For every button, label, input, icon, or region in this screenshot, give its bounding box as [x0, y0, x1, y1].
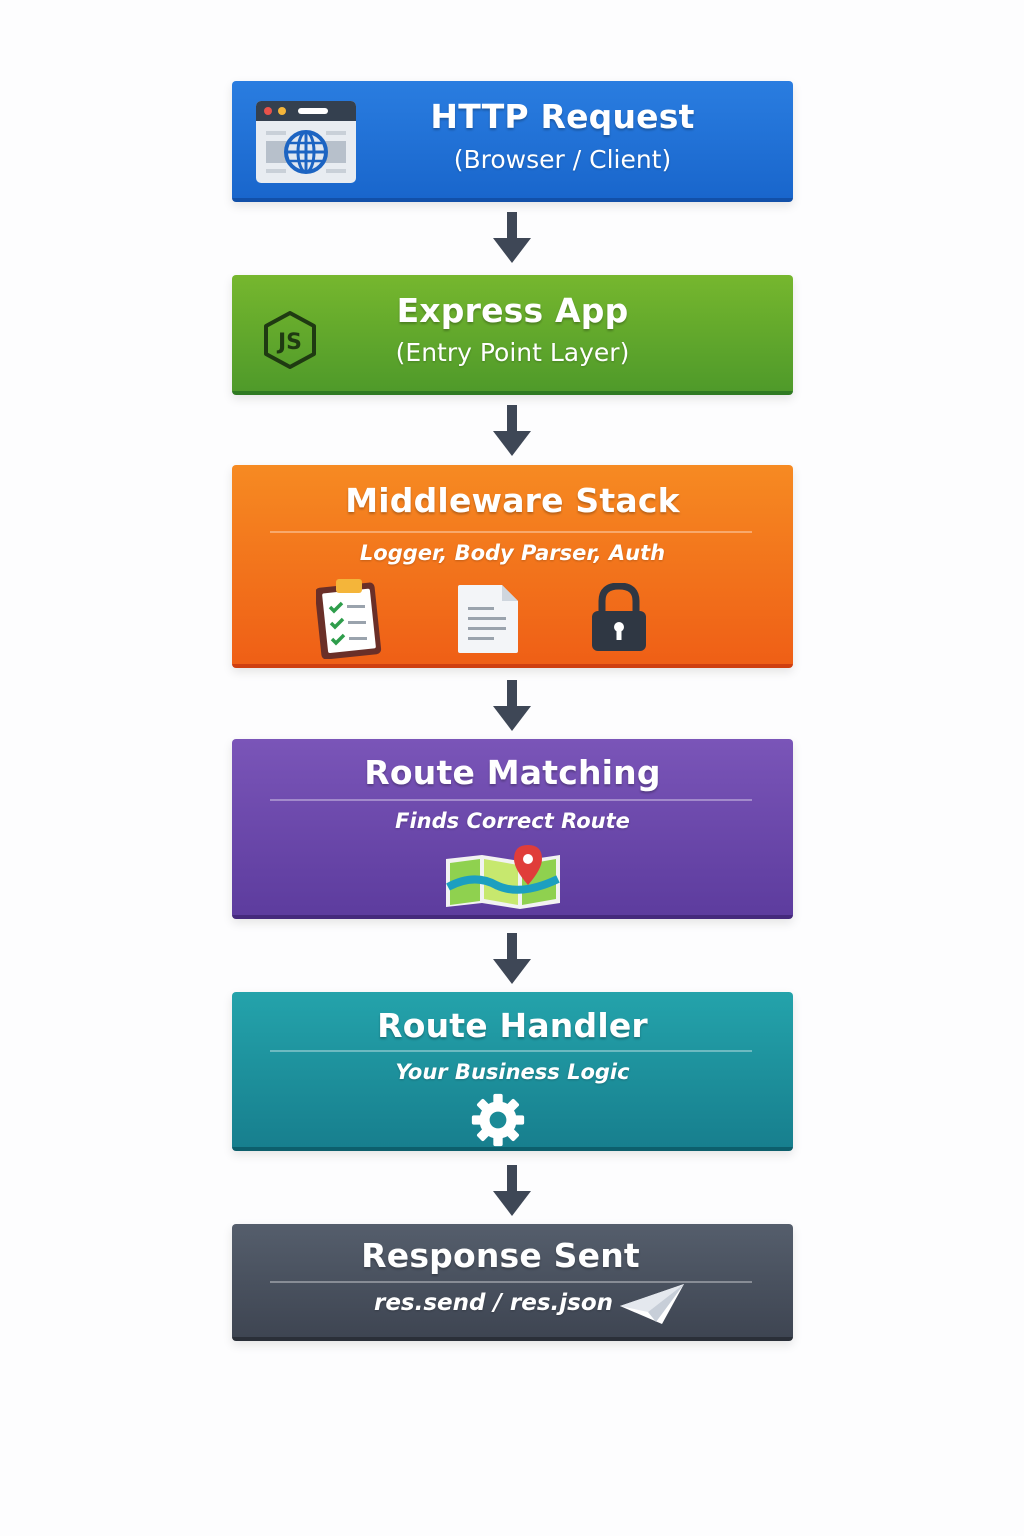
step-title: Route Handler — [377, 1006, 648, 1045]
step-express-app: JS Express App (Entry Point Layer) — [232, 275, 793, 395]
divider — [270, 799, 752, 801]
step-title: Route Matching — [364, 753, 661, 792]
step-subtitle: Your Business Logic — [395, 1060, 630, 1084]
flow-arrow-down-icon — [493, 1165, 531, 1216]
clipboard-checklist-icon — [316, 579, 382, 659]
document-icon — [458, 585, 518, 653]
flow-arrow-down-icon — [493, 933, 531, 984]
step-subtitle: Finds Correct Route — [395, 809, 630, 833]
step-http-request: HTTP Request (Browser / Client) — [232, 81, 793, 202]
step-middleware-stack: Middleware Stack Logger, Body Parser, Au… — [232, 465, 793, 668]
step-subtitle: res.send / res.json — [373, 1290, 614, 1316]
divider — [270, 531, 752, 533]
map-pin-icon — [446, 845, 560, 909]
divider — [270, 1281, 752, 1283]
step-title: Middleware Stack — [345, 481, 680, 520]
step-subtitle: (Entry Point Layer) — [395, 338, 630, 367]
svg-text:JS: JS — [276, 330, 302, 355]
step-title: Response Sent — [361, 1236, 640, 1275]
paper-plane-icon — [620, 1284, 684, 1324]
divider — [270, 1050, 752, 1052]
gear-icon — [471, 1093, 525, 1147]
flow-arrow-down-icon — [493, 680, 531, 731]
step-subtitle: Logger, Body Parser, Auth — [359, 541, 666, 565]
flow-arrow-down-icon — [493, 212, 531, 263]
browser-globe-icon — [256, 101, 356, 183]
nodejs-icon: JS — [264, 311, 316, 369]
step-title: HTTP Request — [430, 97, 695, 136]
step-route-handler: Route Handler Your Business Logic — [232, 992, 793, 1151]
flow-arrow-down-icon — [493, 405, 531, 456]
step-title: Express App — [396, 291, 629, 330]
padlock-icon — [592, 583, 646, 651]
step-route-matching: Route Matching Finds Correct Route — [232, 739, 793, 919]
step-subtitle: (Browser / Client) — [453, 145, 672, 174]
step-response-sent: Response Sent res.send / res.json — [232, 1224, 793, 1341]
